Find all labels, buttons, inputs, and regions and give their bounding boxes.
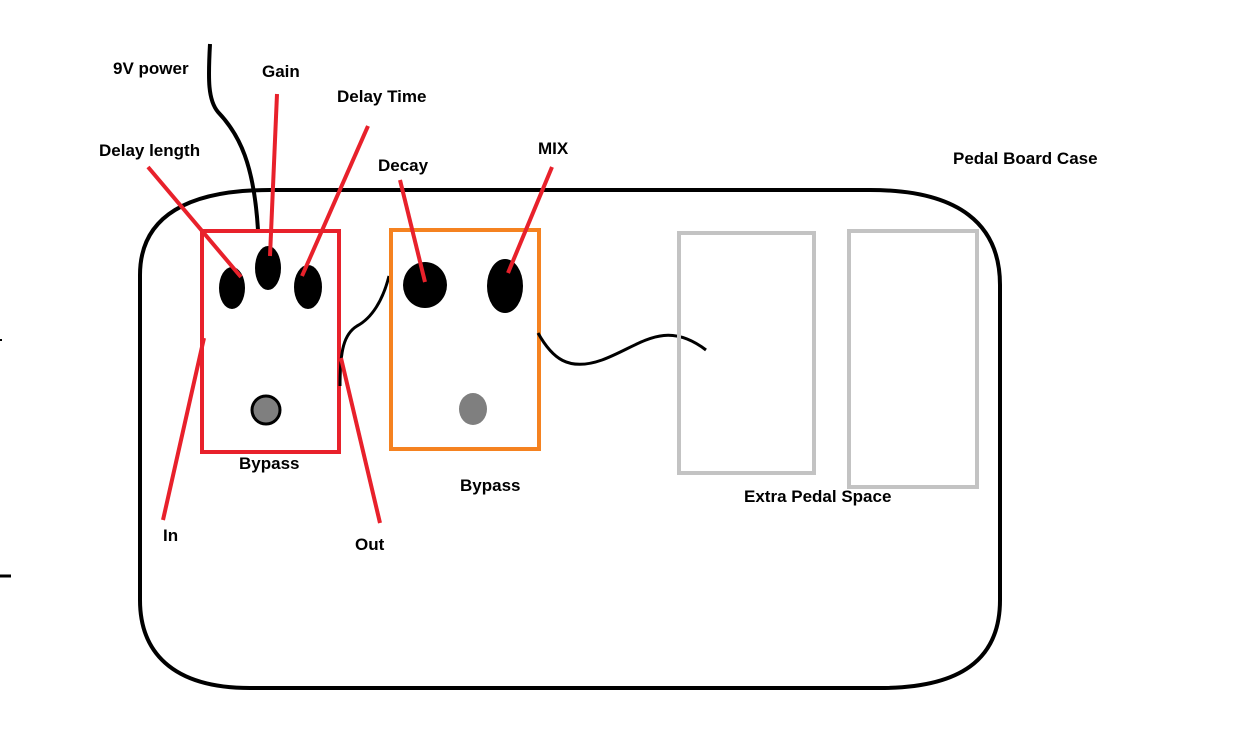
label-gain: Gain bbox=[262, 62, 300, 81]
extra-pedal-slot-2 bbox=[847, 229, 979, 489]
pedal-2 bbox=[389, 228, 541, 451]
patch-cable-1 bbox=[338, 275, 391, 387]
label-extra-pedal-space: Extra Pedal Space bbox=[744, 487, 891, 506]
pointer-out bbox=[339, 357, 382, 524]
extra-pedal-slot-1 bbox=[677, 231, 816, 475]
label-delay-length: Delay length bbox=[99, 141, 200, 160]
output-cable bbox=[536, 332, 707, 366]
pedal-board-case bbox=[138, 188, 1002, 690]
pointer-decay bbox=[398, 179, 427, 283]
bypass-footswitch-2 bbox=[459, 393, 487, 425]
label-mix: MIX bbox=[538, 139, 569, 158]
pointer-in bbox=[161, 337, 206, 521]
bypass-footswitch-1 bbox=[250, 394, 282, 426]
label-9v-power: 9V power bbox=[113, 59, 189, 78]
gain-knob bbox=[255, 246, 281, 290]
label-bypass-2: Bypass bbox=[460, 476, 520, 495]
label-delay-time: Delay Time bbox=[337, 87, 426, 106]
label-decay: Decay bbox=[378, 156, 429, 175]
pointer-mix bbox=[506, 166, 554, 274]
pointer-gain bbox=[268, 93, 279, 257]
mix-knob bbox=[487, 259, 523, 313]
label-bypass-1: Bypass bbox=[239, 454, 299, 473]
pointer-delay-length bbox=[146, 165, 243, 279]
label-in: In bbox=[163, 526, 178, 545]
power-cable bbox=[206, 43, 260, 231]
decay-knob bbox=[403, 262, 447, 308]
delay-length-knob bbox=[219, 267, 245, 309]
label-pedal-board-case: Pedal Board Case bbox=[953, 149, 1098, 168]
label-out: Out bbox=[355, 535, 385, 554]
pointer-delay-time bbox=[300, 125, 370, 277]
delay-time-knob bbox=[294, 265, 322, 309]
